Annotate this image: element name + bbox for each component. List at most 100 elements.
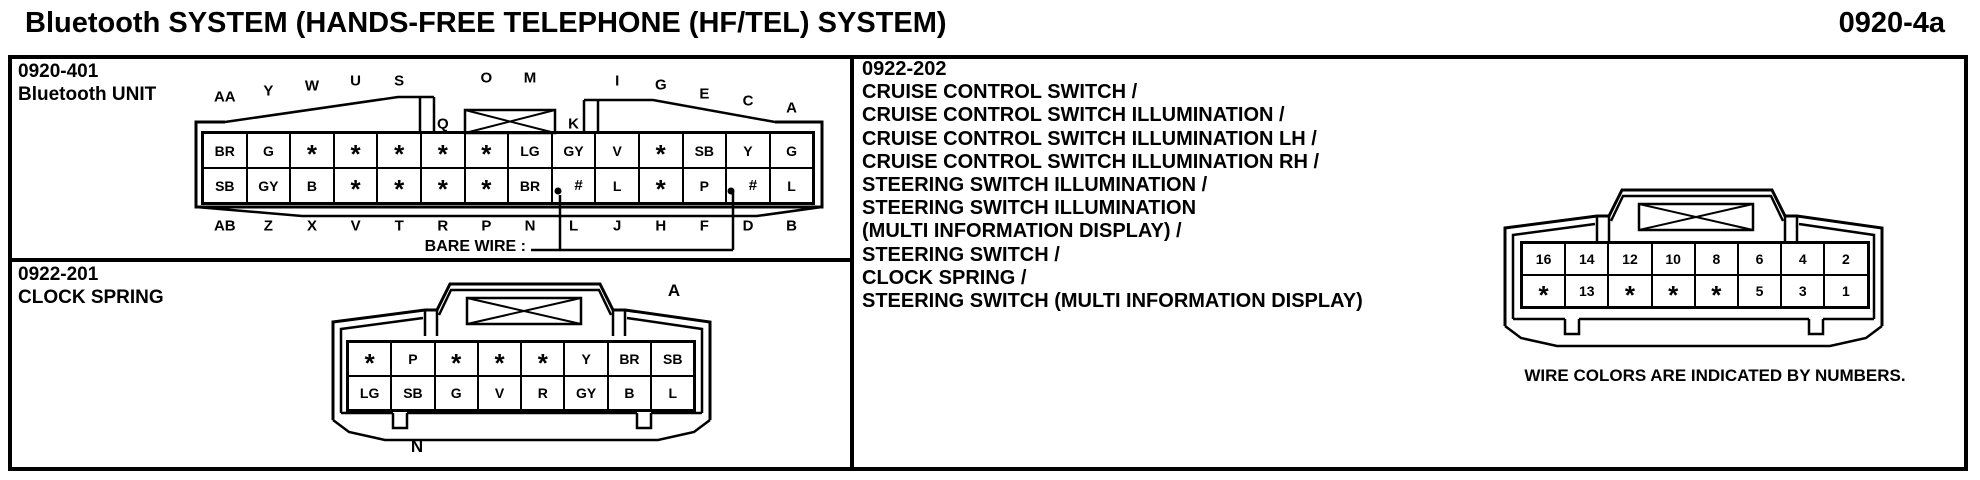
pin-cell: BR (508, 168, 552, 203)
pin-letter-top: A (786, 99, 798, 117)
pin-cell: 16 (1522, 243, 1566, 275)
unused-pin-asterisk: * (1668, 279, 1679, 310)
pin-letter-bottom: P (481, 217, 492, 235)
clock-spring-pin-a-label: A (667, 281, 681, 300)
clock-spring-label: 0922-201 CLOCK SPRING (18, 263, 164, 309)
pin-cell: SB (391, 376, 435, 410)
pin-cell: * (420, 168, 465, 204)
unused-pin-asterisk: * (364, 347, 375, 378)
pin-cell: * (434, 342, 478, 378)
unused-pin-asterisk: * (394, 174, 405, 204)
pin-cell: * (464, 168, 509, 204)
pin-cell: 10 (1651, 243, 1695, 275)
pin-cell: L (651, 376, 695, 410)
pin-cell: * (1608, 275, 1652, 310)
pin-cell: 3 (1781, 275, 1825, 307)
pin-cell: SB (203, 168, 247, 203)
pin-cell: G (769, 133, 814, 168)
pin-letter-bottom: N (524, 217, 536, 235)
pin-letter-bottom: Z (263, 217, 273, 235)
page-title: Bluetooth SYSTEM (HANDS-FREE TELEPHONE (… (25, 7, 947, 39)
pin-cell: L (595, 168, 639, 203)
pin-cell: B (290, 168, 334, 203)
unused-pin-asterisk: * (1624, 279, 1636, 310)
steering-component-line: CRUISE CONTROL SWITCH ILLUMINATION LH / (862, 127, 1317, 150)
bare-wire-pin-cell: # (551, 168, 596, 203)
pin-cell: * (333, 133, 378, 169)
pin-cell: V (477, 376, 522, 410)
steering-component-line: CLOCK SPRING / (862, 266, 1027, 289)
pin-letter-bottom: F (699, 217, 709, 235)
pin-letter-bottom: V (350, 217, 361, 235)
bluetooth-unit-label: 0920-401 Bluetooth UNIT (18, 60, 156, 106)
pin-cell: Y (726, 133, 770, 168)
unused-pin-asterisk: * (394, 139, 405, 169)
steering-component-line: CRUISE CONTROL SWITCH ILLUMINATION RH / (862, 150, 1320, 173)
pin-cell: 4 (1781, 243, 1825, 275)
pin-cell: * (477, 342, 522, 378)
steering-component-line: CRUISE CONTROL SWITCH ILLUMINATION / (862, 104, 1285, 127)
pin-cell: 6 (1737, 243, 1782, 275)
pin-cell: 8 (1694, 243, 1738, 275)
pin-letter-bottom: X (306, 217, 318, 235)
pin-cell: Y (564, 342, 608, 376)
pin-cell: G (434, 376, 478, 410)
pin-letter-top: K (568, 115, 580, 133)
pin-letter-top: C (742, 92, 754, 110)
pin-letter-bottom: B (786, 217, 798, 235)
steering-id: 0922-202 (862, 58, 947, 80)
unused-pin-asterisk: * (481, 139, 492, 169)
pin-cell: * (348, 342, 392, 378)
steering-text-block: 0922-202 CRUISE CONTROL SWITCH /CRUISE C… (862, 58, 1363, 313)
pin-cell: B (607, 376, 652, 410)
steering-component-line: STEERING SWITCH (MULTI INFORMATION DISPL… (862, 290, 1363, 313)
pin-letter-top: S (394, 72, 405, 90)
pin-cell: 14 (1565, 243, 1609, 275)
pin-letter-top: E (699, 85, 710, 103)
pin-cell: * (1522, 275, 1566, 310)
pin-cell: * (290, 133, 334, 169)
panel-steering-switch (850, 55, 1968, 471)
pin-cell: GY (564, 376, 608, 410)
unused-pin-asterisk: * (655, 174, 666, 204)
pin-cell: * (638, 168, 683, 204)
pin-cell: GY (551, 133, 596, 168)
pin-cell: * (638, 133, 683, 169)
unused-pin-asterisk: * (306, 139, 318, 169)
pin-cell: V (595, 133, 639, 168)
pin-letter-top: AA (213, 88, 236, 106)
pin-cell: P (682, 168, 727, 203)
steering-component-list: CRUISE CONTROL SWITCH /CRUISE CONTROL SW… (862, 81, 1363, 313)
pin-cell: 13 (1565, 275, 1609, 307)
pin-cell: SB (682, 133, 727, 168)
pin-cell: BR (607, 342, 652, 376)
steering-component-line: CRUISE CONTROL SWITCH / (862, 81, 1138, 104)
unused-pin-asterisk: * (350, 174, 361, 204)
pin-letter-bottom: AB (213, 217, 236, 235)
pin-letter-top: O (480, 69, 493, 87)
unused-pin-asterisk: * (437, 174, 448, 204)
unused-pin-asterisk: * (1538, 279, 1549, 310)
pin-letter-top: U (350, 72, 362, 90)
pin-letter-top: Y (263, 82, 274, 100)
pin-cell: G (246, 133, 291, 168)
pin-cell: 5 (1737, 275, 1782, 307)
pin-letter-top: I (615, 72, 620, 90)
pin-cell: * (333, 168, 378, 204)
clock-spring-name: CLOCK SPRING (18, 287, 164, 308)
wire-colors-caption: WIRE COLORS ARE INDICATED BY NUMBERS. (1524, 366, 1906, 385)
unused-pin-asterisk: * (494, 347, 505, 378)
pin-letter-bottom: T (394, 217, 404, 235)
pin-cell: * (377, 133, 421, 169)
bluetooth-unit-id: 0920-401 (18, 61, 99, 82)
pin-letter-top: G (654, 76, 667, 94)
pin-letter-top: M (523, 69, 537, 87)
bluetooth-unit-name: Bluetooth UNIT (18, 84, 157, 105)
pin-letter-top: Q (436, 115, 449, 133)
unused-pin-asterisk: * (655, 139, 666, 169)
pin-letter-bottom: H (655, 217, 667, 235)
pin-cell: LG (508, 133, 552, 168)
